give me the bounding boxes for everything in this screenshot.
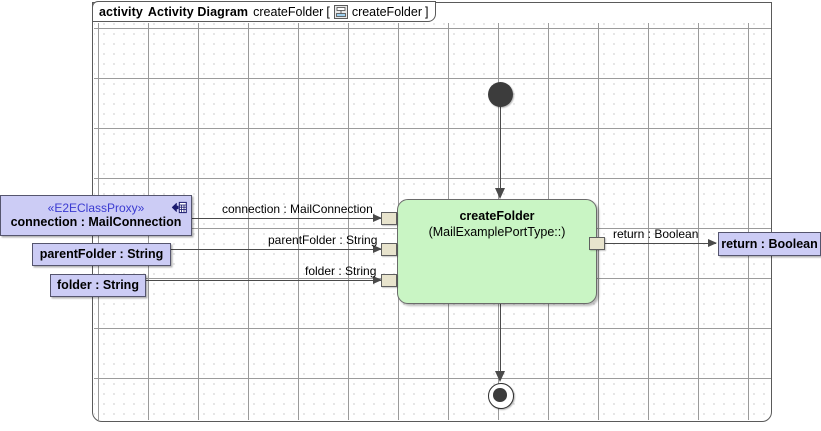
- arrowhead-initial-to-action: [495, 188, 505, 199]
- output-pin-return[interactable]: [589, 237, 605, 250]
- edge-label-connection: connection : MailConnection: [222, 202, 373, 216]
- arrowhead-action-to-final: [495, 371, 505, 382]
- initial-node[interactable]: [488, 82, 513, 107]
- object-flow-connection: [192, 218, 382, 219]
- control-flow-action-to-final: [500, 304, 501, 371]
- frame-bracket-open: [: [326, 4, 330, 19]
- object-node-folder[interactable]: folder : String: [50, 274, 146, 297]
- object-node-label: folder : String: [57, 278, 139, 292]
- class-proxy-icon: [169, 201, 187, 214]
- object-node-label: return : Boolean: [721, 236, 818, 251]
- arrowhead-return: [708, 239, 717, 247]
- object-node-label: parentFolder : String: [39, 247, 164, 261]
- frame-keyword: activity: [99, 4, 143, 19]
- input-pin-parent-folder[interactable]: [381, 243, 397, 256]
- action-title: createFolder: [459, 209, 535, 223]
- action-create-folder[interactable]: createFolder (MailExamplePortType::): [397, 199, 597, 304]
- edge-label-folder: folder : String: [305, 264, 377, 278]
- object-node-stereotype: «E2EClassProxy»: [47, 201, 145, 215]
- frame-qualifier: createFolder: [351, 4, 422, 19]
- object-node-connection[interactable]: «E2EClassProxy» connection : MailConnect…: [0, 195, 192, 236]
- frame-type-label: Activity Diagram: [147, 4, 249, 19]
- activity-final-node[interactable]: [488, 383, 514, 409]
- activity-diagram-icon: [333, 4, 348, 19]
- frame-header-tab[interactable]: activity Activity Diagram createFolder […: [92, 1, 437, 22]
- object-node-label: connection : MailConnection: [10, 215, 182, 229]
- object-flow-folder: [146, 280, 382, 281]
- object-node-return[interactable]: return : Boolean: [718, 232, 821, 256]
- object-flow-parent-folder: [171, 249, 382, 250]
- edge-label-return: return : Boolean: [613, 227, 699, 241]
- action-qualified-name: (MailExamplePortType::): [428, 225, 566, 239]
- edge-label-parent-folder: parentFolder : String: [268, 233, 378, 247]
- input-pin-connection[interactable]: [381, 212, 397, 225]
- frame-bracket-close: ]: [425, 4, 429, 19]
- control-flow-initial-to-action: [500, 106, 501, 188]
- object-node-parent-folder[interactable]: parentFolder : String: [32, 243, 171, 266]
- object-flow-return: [605, 243, 716, 244]
- input-pin-folder[interactable]: [381, 274, 397, 287]
- frame-name: createFolder: [253, 4, 324, 19]
